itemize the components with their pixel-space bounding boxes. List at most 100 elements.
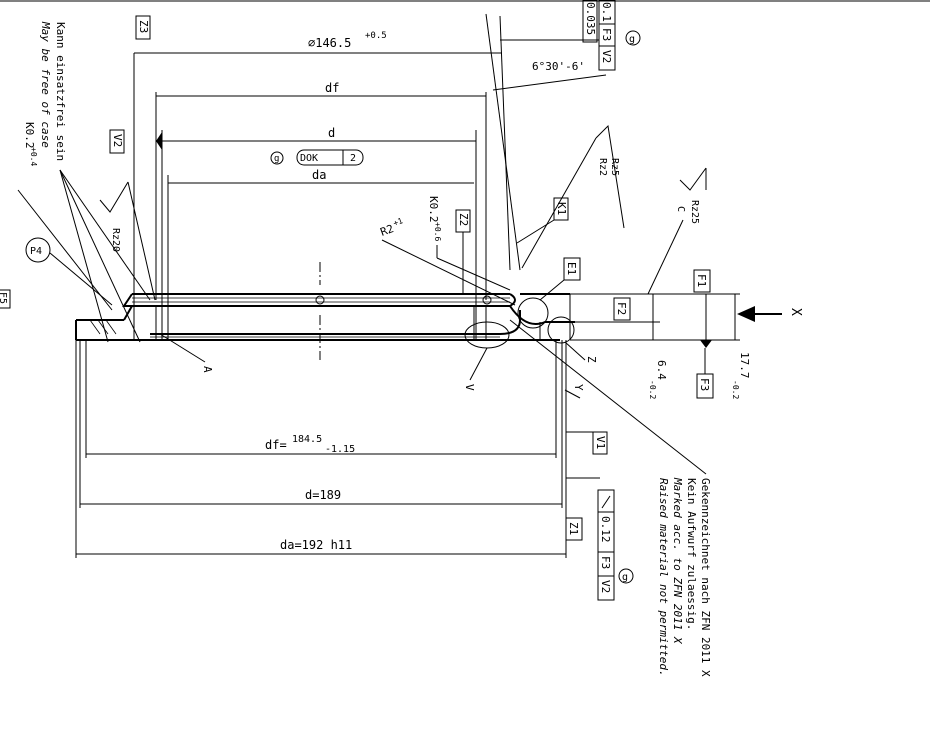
svg-text:g: g [622,572,628,583]
svg-text:A: A [201,366,214,373]
doc-marker: g DOK 2 [270,149,364,166]
radius-callout: R2 +1 [379,216,516,306]
chamfer-left-tol: +0.4 [29,147,38,166]
svg-text:6.4: 6.4 [655,360,668,380]
datum-v2-box [109,129,125,154]
dim-df-top: df [155,81,487,300]
svg-text:V1: V1 [594,436,607,449]
view-x-arrow: X [737,306,803,322]
detail-circle-e1 [517,297,549,329]
balloon-p4: P4 [25,237,113,306]
svg-text:DOK: DOK [300,153,318,164]
note-case-en: May be free of case [39,21,52,148]
surface-rz20: Rz20 [99,181,156,301]
svg-text:X: X [788,308,803,316]
dim-d-bottom: d=189 [79,340,563,508]
svg-text:184.5: 184.5 [292,434,322,445]
detail-y: Y [564,384,585,399]
svg-text:0.035: 0.035 [584,2,597,35]
svg-text:K0.2: K0.2 [427,196,440,223]
svg-text:6°30'-6': 6°30'-6' [532,60,585,73]
svg-text:P4: P4 [30,246,42,257]
svg-text:Y: Y [572,384,585,391]
datum-v2-label: V2 [111,134,124,147]
svg-text:0.1: 0.1 [600,2,613,22]
svg-text:F1: F1 [695,274,708,287]
svg-text:-0.2: -0.2 [648,380,657,399]
svg-text:Z: Z [585,356,598,363]
datum-z3-box [135,15,151,40]
datum-z2-label: Z2 [457,213,470,226]
svg-text:d: d [328,126,335,140]
datum-e1-label: E1 [565,262,578,275]
dok-box [296,149,364,166]
svg-text:+1: +1 [392,216,404,228]
svg-text:g: g [274,154,279,164]
chamfer-right-callout: K0.2 +0.6 [427,196,511,291]
svg-text:2: 2 [350,153,356,164]
detail-v: V [463,321,510,391]
chamfer-left-callout: K0.2 +0.4 [23,122,38,166]
surface-rz5-rz2: Rz5 Rz2 [521,124,625,269]
fcf-top: 0.1 0.035 F3 V2 g [500,0,641,71]
datum-f1: F1 [570,269,740,295]
svg-text:+0.6: +0.6 [433,222,442,241]
svg-text:Z1: Z1 [567,522,580,535]
datum-f3: F3 [696,348,714,399]
svg-text:0.12: 0.12 [599,516,612,543]
svg-text:R2: R2 [379,222,396,239]
svg-text:⌀146.5: ⌀146.5 [308,36,351,50]
dim-step: 6.4 -0.2 [648,294,668,399]
dim-dia-146: ⌀146.5 +0.5 [133,31,502,340]
svg-text:df: df [325,81,339,95]
section-a: A [159,333,214,373]
svg-text:17.7: 17.7 [738,352,751,379]
surface-rz25: Rz25 C [647,167,707,295]
datum-k1-box [553,197,569,221]
svg-text:-1.15: -1.15 [325,444,355,455]
dim-da-bottom: da=192 h11 [75,340,567,558]
svg-text:da: da [312,168,326,182]
datum-f2: F2 [575,297,660,323]
dim-da-top: da [167,168,474,340]
svg-text:V2: V2 [600,50,613,63]
angle-callout: 6°30'-6' [485,13,607,271]
svg-text:Rz25: Rz25 [689,200,700,224]
datum-f5-box [0,289,11,309]
marking-leader [509,319,707,475]
svg-text:F2: F2 [615,302,628,315]
note-mark-en1: Marked acc. to ZFN 2011 X [671,477,684,645]
svg-text:C: C [675,206,686,212]
note-mark-en2: Raised material not permitted. [657,478,670,677]
svg-text:d=189: d=189 [305,488,341,502]
svg-text:-0.2: -0.2 [731,380,740,399]
part-profile [75,262,575,360]
fcf-bottom: 0.12 F3 V2 g [597,489,634,601]
svg-text:F3: F3 [698,378,711,391]
svg-text:+0.5: +0.5 [365,31,387,41]
svg-text:Rz20: Rz20 [110,228,121,252]
svg-text:F3: F3 [599,556,612,569]
datum-e1-box [563,257,581,281]
datum-k1-label: K1 [555,202,568,215]
datum-f5-label: F5 [0,292,8,304]
svg-text:V: V [463,384,476,391]
note-mark-de1: Gekennzeichnet nach ZFN 2011 X [699,478,712,677]
datum-z3-label: Z3 [137,20,150,33]
chamfer-left-value: K0.2 [23,122,36,149]
svg-text:df=: df= [265,438,287,452]
svg-text:V2: V2 [599,580,612,593]
svg-text:Rz2: Rz2 [597,158,608,176]
svg-text:g: g [629,34,635,45]
note-case-de: Kann einsatzfrei sein [54,22,67,161]
svg-text:F3: F3 [600,28,613,41]
g-circle [270,151,284,165]
dim-height: 17.7 -0.2 [570,294,751,399]
detail-z: Z [547,316,598,363]
svg-text:Rz5: Rz5 [609,158,620,176]
dim-df-bottom: df= 184.5 -1.15 [85,340,557,458]
note-mark-de2: Kein Aufwurf zulaessig. [685,478,698,630]
svg-text:da=192 h11: da=192 h11 [280,538,352,552]
datum-z1: Z1 [565,517,583,541]
